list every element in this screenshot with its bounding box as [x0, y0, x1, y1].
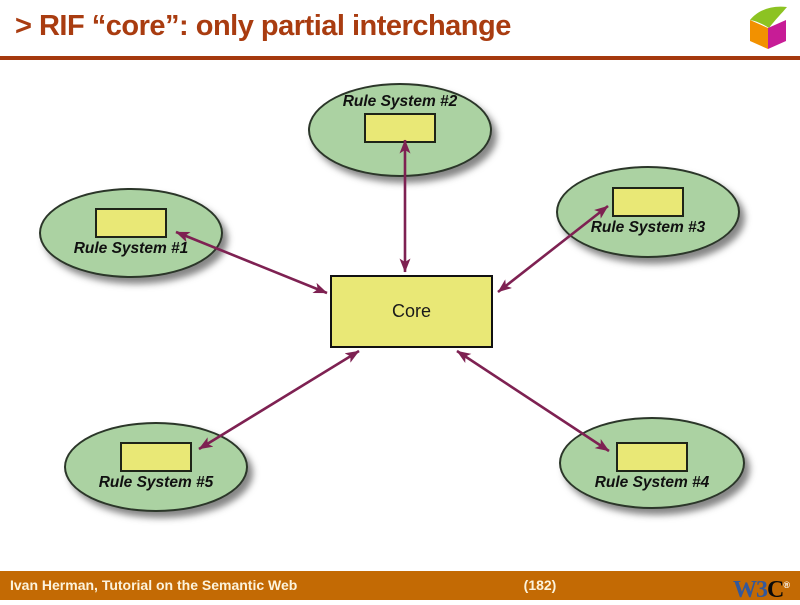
core-node: Core: [330, 275, 493, 348]
semantic-web-cube-icon: [750, 6, 787, 49]
w3c-registered-mark: ®: [783, 580, 790, 590]
rule-system-5-syntax-box: [120, 442, 192, 472]
rule-system-5-label: Rule System #5: [98, 474, 214, 491]
rule-system-3-node: Rule System #3: [556, 166, 740, 258]
rule-system-4-label: Rule System #4: [594, 474, 710, 491]
title-divider: [0, 56, 800, 60]
w3c-logo[interactable]: W3C®: [733, 571, 790, 603]
rule-system-2-label: Rule System #2: [342, 93, 458, 110]
footer-bar: Ivan Herman, Tutorial on the Semantic We…: [0, 571, 800, 603]
rule-system-4-node: Rule System #4: [559, 417, 745, 509]
rule-system-5-node: Rule System #5: [64, 422, 248, 512]
footer-credit: Ivan Herman, Tutorial on the Semantic We…: [10, 577, 298, 593]
cube-left-face: [750, 20, 768, 49]
rule-system-2-syntax-box: [364, 113, 436, 143]
w3c-logo-w3: W3: [733, 577, 768, 603]
rule-system-1-label: Rule System #1: [73, 240, 189, 257]
rule-system-3-label: Rule System #3: [590, 219, 706, 236]
rule-system-1-node: Rule System #1: [39, 188, 223, 278]
cube-right-face: [768, 20, 786, 49]
page-title: > RIF “core”: only partial interchange: [15, 10, 511, 42]
cube-leaf-face: [750, 6, 787, 29]
rule-system-2-node: Rule System #2: [308, 83, 492, 177]
rule-system-1-syntax-box: [95, 208, 167, 238]
rule-system-4-syntax-box: [616, 442, 688, 472]
core-label: Core: [391, 301, 431, 321]
page-number: (182): [523, 577, 557, 593]
rule-system-3-syntax-box: [612, 187, 684, 217]
arrow-core-rs5: [198, 349, 360, 451]
w3c-logo-c: C: [767, 577, 784, 603]
